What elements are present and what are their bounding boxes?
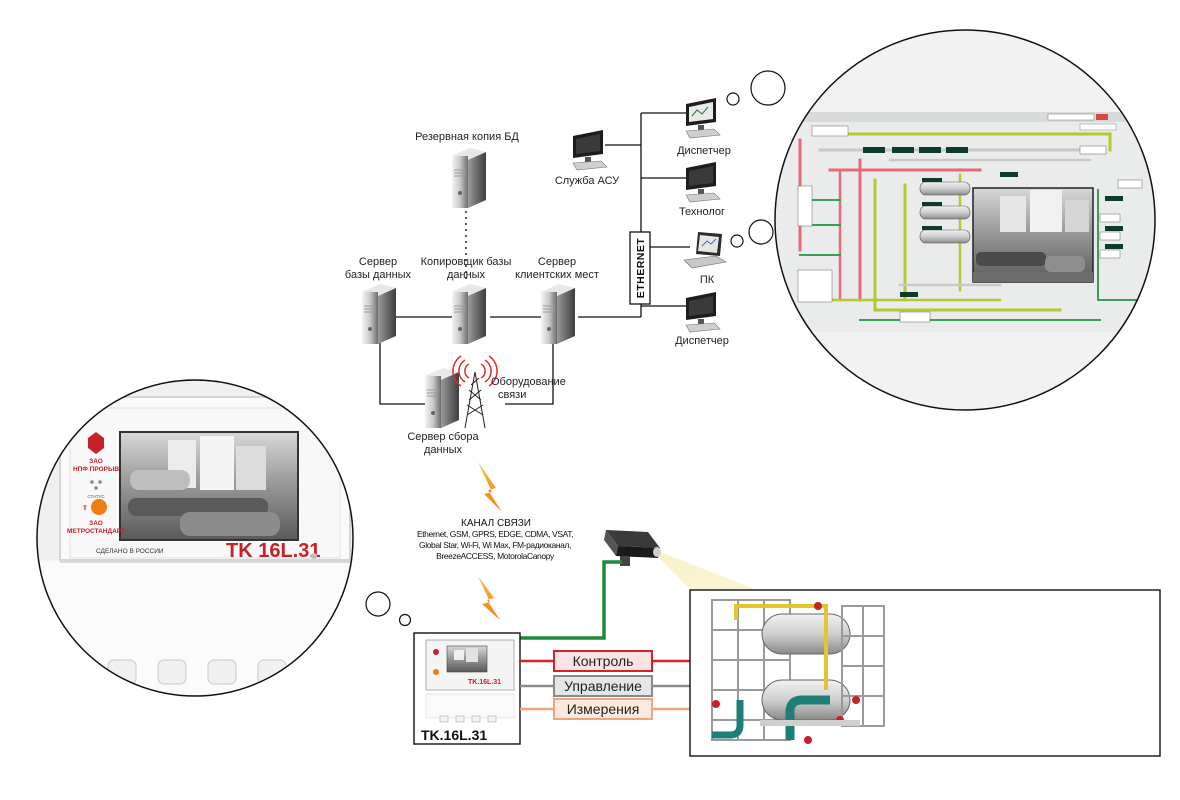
- radio-mast-icon: [452, 355, 498, 429]
- dispatcher-label-2: Диспетчер: [675, 335, 729, 347]
- control-signal: Контроль: [553, 650, 653, 672]
- camera-icon: [604, 530, 661, 566]
- client-server-icon: [540, 283, 576, 345]
- technologist-pc-icon: [685, 161, 721, 203]
- lightning-bolt-icon: [478, 462, 502, 512]
- channel-line-3: BreezeACCESS, MotorolaCanopy: [436, 551, 555, 561]
- thought-bubble-small: [726, 92, 740, 106]
- client-server-label-1: Сервер: [538, 256, 576, 268]
- db-server-icon: [361, 283, 397, 345]
- backup-db-label: Резервная копия БД: [415, 131, 519, 143]
- camera-view-cone: [650, 548, 770, 700]
- tk-model-label: TK.16L.31: [421, 727, 487, 743]
- video-link-line: [520, 560, 622, 640]
- pc-label: ПК: [700, 274, 715, 286]
- db-copier-label-2: данных: [447, 269, 486, 281]
- db-copier-icon: [451, 283, 487, 345]
- db-copier-label-1: Копировщик базы: [421, 256, 512, 268]
- thought-bubble-medium-2: [748, 219, 774, 245]
- signal-lines: [520, 659, 690, 711]
- dispatcher-label-1: Диспетчер: [677, 145, 731, 157]
- scada-screen-circle: [774, 29, 1156, 411]
- collect-server-label-1: Сервер сбора: [407, 431, 479, 443]
- maker-label-3: ЗАО: [89, 520, 103, 527]
- status-label: СТАТУС: [87, 494, 105, 499]
- ethernet-bus: ETHERNET: [629, 231, 651, 305]
- wifi-waves-icon: [452, 355, 498, 387]
- industrial-plant-image: [689, 589, 1161, 757]
- technologist-label: Технолог: [679, 206, 725, 218]
- asu-pc-icon: [572, 129, 608, 171]
- thought-bubble-small-2: [730, 234, 744, 248]
- tk-small-screen-label: TK.16L.31: [468, 679, 501, 686]
- thought-bubble-medium: [750, 70, 786, 106]
- management-signal: Управление: [553, 675, 653, 697]
- device-closeup-circle: ЗАО НПФ ПРОРЫВ СТАТУС т ЗАО МЕТРОСТАНДАР…: [36, 379, 354, 697]
- asu-service-label: Служба АСУ: [555, 175, 620, 187]
- channel-line-1: Ethernet, GSM, GPRS, EDGE, CDMA, VSAT,: [417, 529, 573, 539]
- comm-equipment-label-2: связи: [498, 389, 526, 401]
- db-server-label-2: базы данных: [345, 269, 412, 281]
- thought-bubble-small-3: [398, 613, 412, 627]
- channel-line-2: Global Star, Wi-Fi, Wi Max, FM-радиокана…: [419, 540, 571, 550]
- made-in-label: СДЕЛАНО В РОССИИ: [96, 548, 164, 555]
- control-label: Контроль: [573, 653, 634, 669]
- metrostandart-logo: т: [83, 503, 87, 512]
- comm-equipment-label-1: Оборудование: [491, 376, 566, 388]
- maker-label-4: МЕТРОСТАНДАРТ: [67, 528, 125, 535]
- lightning-bolt-icon-2: [478, 576, 500, 620]
- management-label: Управление: [564, 678, 642, 694]
- dispatcher-pc-icon-1: [685, 97, 721, 139]
- db-server-label-1: Сервер: [359, 256, 397, 268]
- maker-label-2: НПФ ПРОРЫВ: [73, 466, 119, 473]
- tk-big-label: TK 16L.31: [226, 540, 320, 562]
- collect-server-label-2: данных: [424, 444, 463, 456]
- laptop-icon: [683, 232, 727, 269]
- thought-bubble-medium-3: [365, 591, 391, 617]
- measurement-signal: Измерения: [553, 698, 653, 720]
- ethernet-label: ETHERNET: [635, 238, 647, 299]
- dispatcher-pc-icon-2: [685, 291, 721, 333]
- channel-title: КАНАЛ СВЯЗИ: [461, 518, 531, 529]
- client-server-label-2: клиентских мест: [515, 269, 599, 281]
- maker-label-1: ЗАО: [89, 458, 103, 465]
- backup-server-icon: [451, 147, 487, 209]
- tk-device-small: TK.16L.31: [413, 632, 521, 745]
- measurement-label: Измерения: [567, 701, 640, 717]
